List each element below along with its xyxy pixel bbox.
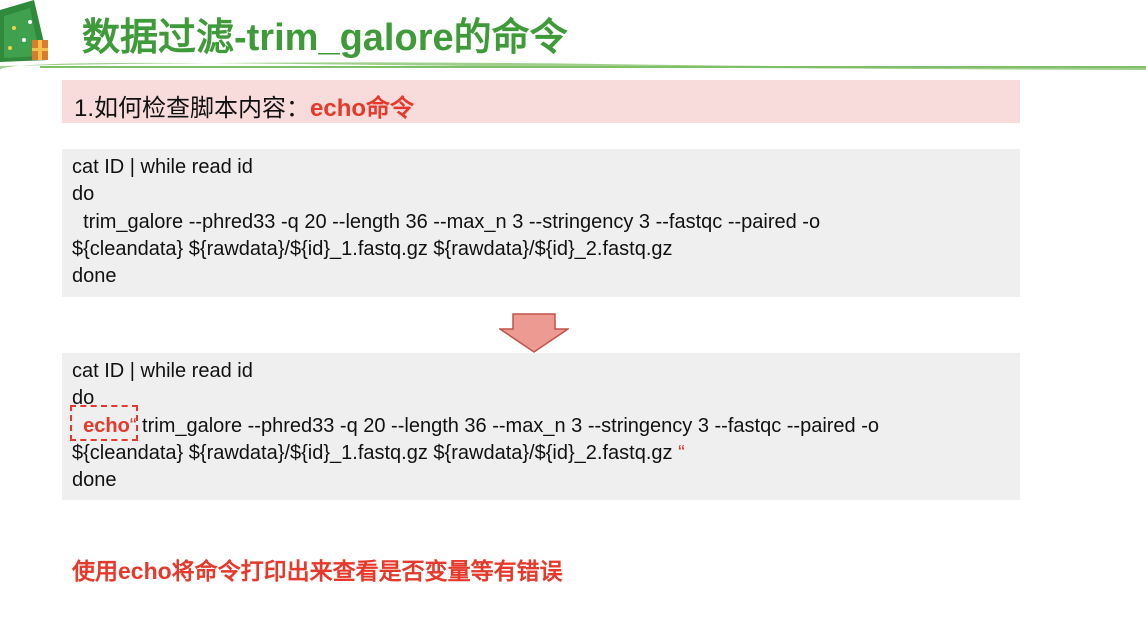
section-heading-prefix: 1.如何检查脚本内容：: [74, 95, 311, 122]
code-line-rest: ${cleandata} ${rawdata}/${id}_1.fastq.gz…: [72, 442, 679, 464]
slide-header: 数据过滤-trim_galore的命令: [0, 0, 1146, 76]
code-line: done: [72, 469, 117, 491]
open-quote: “: [129, 415, 137, 437]
code-line: cat ID | while read id: [72, 360, 253, 382]
footer-note: 使用echo将命令打印出来查看是否变量等有错误: [72, 558, 563, 584]
code-line-echo: echo“ trim_galore --phred33 -q 20 --leng…: [72, 413, 879, 440]
echo-highlight-box: [70, 405, 138, 441]
code-block-original: cat ID | while read id do trim_galore --…: [62, 149, 1020, 297]
code-line: ${cleandata} ${rawdata}/${id}_1.fastq.gz…: [72, 440, 685, 467]
christmas-tree-icon: [0, 0, 48, 62]
code-line-rest: trim_galore --phred33 -q 20 --length 36 …: [136, 415, 880, 437]
title-underline: [0, 62, 1146, 70]
code-line: trim_galore --phred33 -q 20 --length 36 …: [72, 211, 821, 233]
code-line: do: [72, 183, 95, 205]
section-heading-bar: 1.如何检查脚本内容：echo命令: [62, 80, 1020, 123]
echo-keyword: echo: [83, 415, 130, 437]
code-block-with-echo: cat ID | while read id do echo“ trim_gal…: [62, 353, 1020, 500]
section-heading-highlight: echo命令: [310, 95, 415, 122]
section-heading: 1.如何检查脚本内容：echo命令: [74, 88, 414, 123]
page-title: 数据过滤-trim_galore的命令: [82, 17, 568, 59]
code-line: ${cleandata} ${rawdata}/${id}_1.fastq.gz…: [72, 238, 673, 260]
down-arrow-icon: [499, 313, 569, 353]
close-quote: “: [678, 442, 685, 464]
code-line: do: [72, 387, 95, 409]
code-line: done: [72, 265, 117, 287]
code-line: cat ID | while read id: [72, 156, 253, 178]
